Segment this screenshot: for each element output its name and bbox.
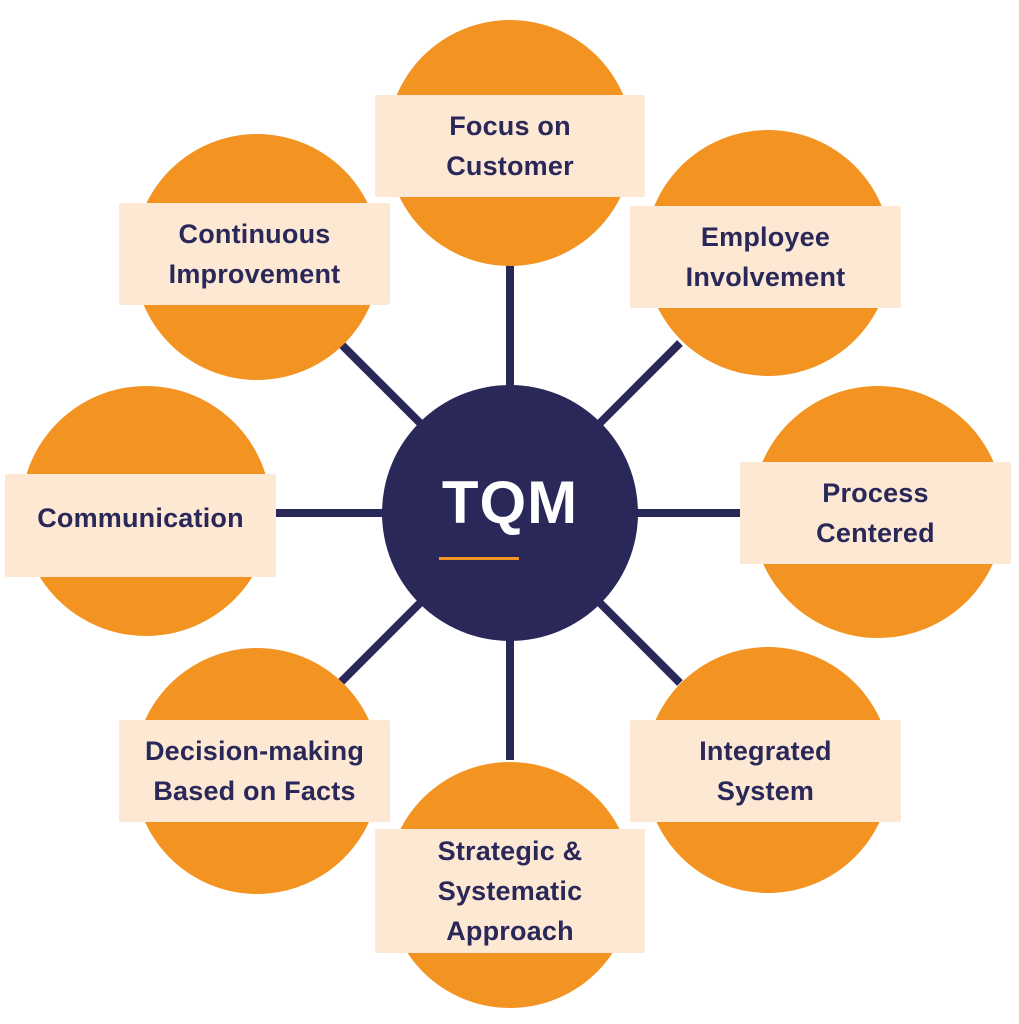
label-line: Process: [822, 478, 929, 508]
label-continuous-improvement: Continuous Improvement: [119, 203, 390, 305]
label-line: System: [716, 776, 815, 806]
tqm-hub: TQM: [382, 385, 638, 641]
hub-underline: [439, 557, 519, 560]
label-strategic-systematic-approach: Strategic & Systematic Approach: [375, 829, 645, 953]
label-line: Centered: [816, 518, 935, 548]
label-line: Systematic: [437, 876, 583, 906]
hub-title: TQM: [441, 469, 579, 536]
label-decision-making: Decision-making Based on Facts: [119, 720, 390, 822]
label-line: Integrated: [699, 736, 832, 766]
label-employee-involvement: Employee Involvement: [630, 206, 901, 308]
label-communication: Communication: [5, 474, 276, 577]
label-process-centered: Process Centered: [740, 462, 1011, 564]
label-focus-on-customer: Focus on Customer: [375, 95, 645, 197]
label-integrated-system: Integrated System: [630, 720, 901, 822]
label-line: Involvement: [685, 262, 846, 292]
label-line: Employee: [700, 222, 831, 252]
label-line: Continuous: [178, 219, 331, 249]
label-line: Customer: [446, 151, 574, 181]
label-line: Focus on: [449, 111, 571, 141]
label-line: Decision-making: [144, 736, 365, 766]
label-line: Approach: [446, 916, 574, 946]
label-line: Based on Facts: [153, 776, 356, 806]
label-line: Improvement: [168, 259, 341, 289]
label-line: Strategic &: [437, 836, 583, 866]
label-line: Communication: [37, 503, 244, 533]
